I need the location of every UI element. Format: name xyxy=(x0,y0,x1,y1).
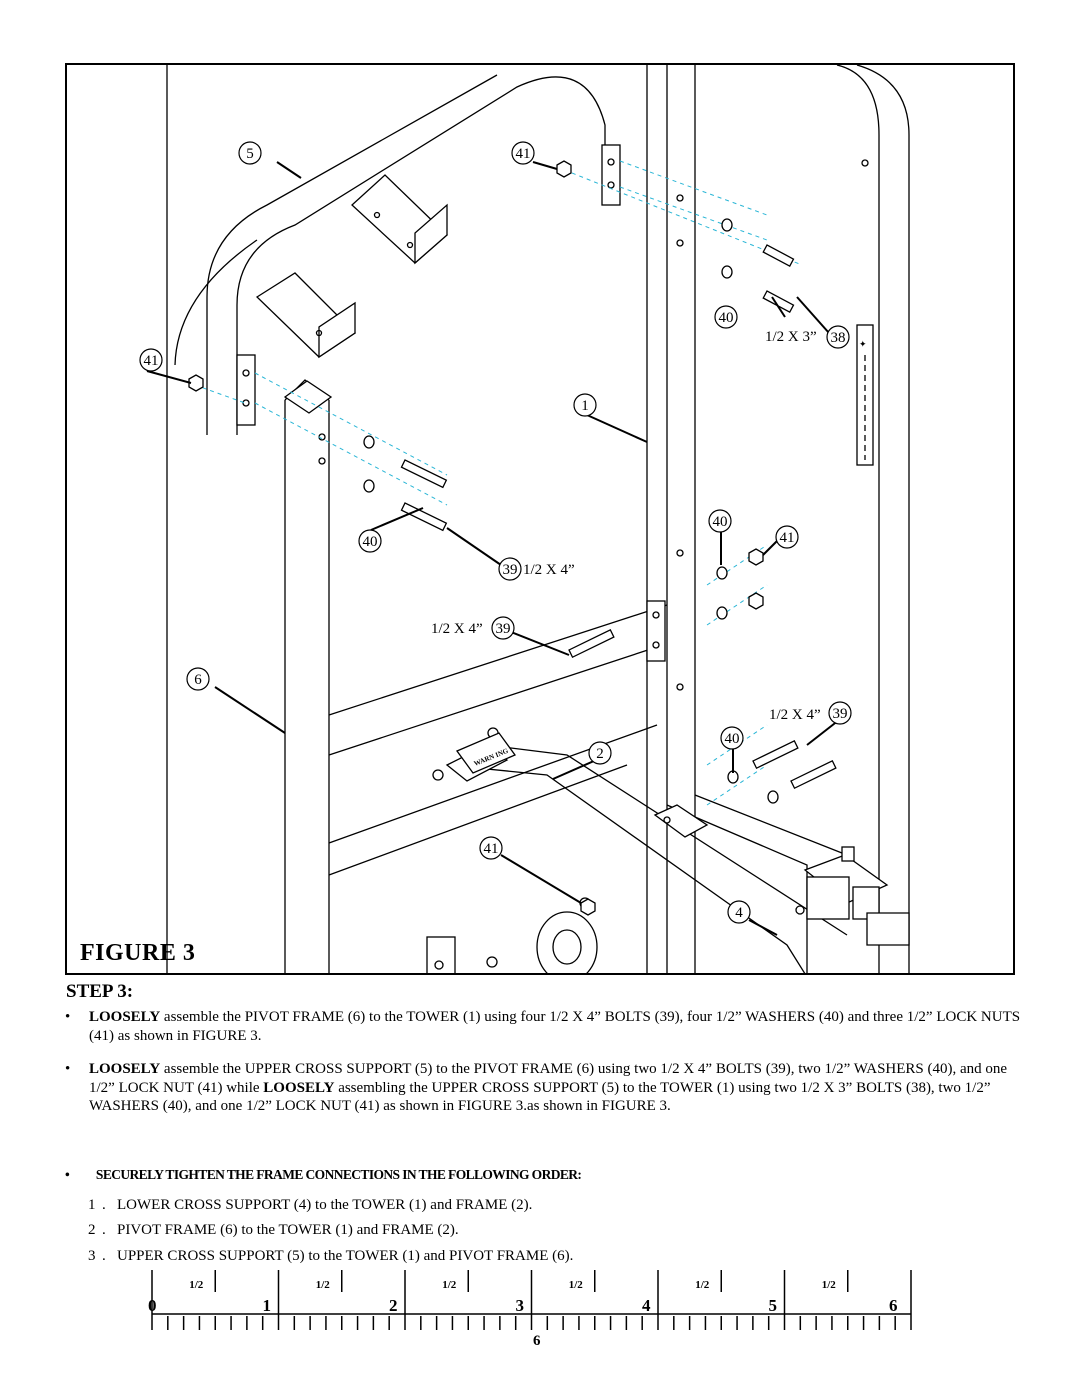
ruler-half-label: 1/2 xyxy=(569,1279,584,1291)
callout-41-lower: 41 xyxy=(479,836,503,860)
tighten-order-heading: • SECURELY TIGHTEN THE FRAME CONNECTIONS… xyxy=(65,1167,582,1183)
callout-38: 38 xyxy=(826,325,850,349)
order-number: 2 xyxy=(88,1222,96,1238)
bullet: • xyxy=(65,1061,71,1077)
emphasis-loosely: LOOSELY xyxy=(263,1079,335,1096)
emphasis-loosely: LOOSELY xyxy=(89,1009,161,1025)
paragraph-text: assemble the UPPER CROSS SUPPORT (5) to … xyxy=(89,1061,1008,1096)
ruler-number: 6 xyxy=(889,1296,898,1315)
order-text: PIVOT FRAME (6) to the TOWER (1) and FRA… xyxy=(117,1222,459,1238)
order-text: LOWER CROSS SUPPORT (4) to the TOWER (1)… xyxy=(117,1197,533,1213)
ruler-number: 4 xyxy=(642,1296,651,1315)
step-paragraph-2: • LOOSELY assemble the UPPER CROSS SUPPO… xyxy=(65,1060,1025,1116)
order-number: 1 xyxy=(88,1197,96,1213)
ruler-number: 1 xyxy=(263,1296,272,1315)
figure-3-illustration: ✦ xyxy=(65,63,1015,975)
ruler-number: 5 xyxy=(769,1296,778,1315)
paragraph-text: assembling the UPPER CROSS SUPPORT (5) t… xyxy=(89,1079,991,1115)
callout-39-lower: 39 xyxy=(828,701,852,725)
svg-text:✦: ✦ xyxy=(859,339,867,349)
svg-text:39: 39 xyxy=(496,621,511,637)
callout-39-upper: 39 xyxy=(498,557,522,581)
ruler-half-label: 1/2 xyxy=(189,1279,204,1291)
svg-text:5: 5 xyxy=(246,146,254,162)
callout-39-mid: 39 xyxy=(491,616,515,640)
svg-text:40: 40 xyxy=(713,514,728,530)
bullet: • xyxy=(65,1167,70,1182)
ruler-half-label: 1/2 xyxy=(316,1279,331,1291)
emphasis-loosely: LOOSELY xyxy=(89,1061,161,1077)
callout-40-lower: 40 xyxy=(720,726,744,750)
svg-text:39: 39 xyxy=(833,706,848,722)
callout-41-left: 41 xyxy=(139,348,163,372)
svg-text:2: 2 xyxy=(596,746,604,762)
svg-text:40: 40 xyxy=(719,310,734,326)
callout-5: 5 xyxy=(238,141,262,165)
bolt-size-label-39-mid: 1/2 X 4” xyxy=(431,621,483,637)
page-number: 6 xyxy=(533,1333,541,1349)
callout-41-top: 41 xyxy=(511,141,535,165)
ruler-half-label: 1/2 xyxy=(695,1279,710,1291)
svg-text:4: 4 xyxy=(735,905,743,921)
callout-40-left: 40 xyxy=(358,529,382,553)
callout-40-mid: 40 xyxy=(708,509,732,533)
svg-text:40: 40 xyxy=(725,731,740,747)
order-text: UPPER CROSS SUPPORT (5) to the TOWER (1)… xyxy=(117,1248,574,1264)
paragraph-text: assemble the PIVOT FRAME (6) to the TOWE… xyxy=(89,1009,1021,1044)
svg-text:41: 41 xyxy=(484,841,499,857)
callout-2: 2 xyxy=(588,741,612,765)
svg-text:41: 41 xyxy=(780,530,795,546)
ruler-number: 2 xyxy=(389,1296,398,1315)
bullet: • xyxy=(65,1009,71,1025)
callout-41-mid: 41 xyxy=(775,525,799,549)
step-paragraph-1: • LOOSELY assemble the PIVOT FRAME (6) t… xyxy=(65,1008,1025,1045)
order-item: 2. PIVOT FRAME (6) to the TOWER (1) and … xyxy=(88,1222,459,1238)
svg-text:41: 41 xyxy=(144,353,159,369)
heading-text: SECURELY TIGHTEN THE FRAME CONNECTIONS I… xyxy=(95,1167,582,1182)
svg-text:6: 6 xyxy=(194,672,202,688)
ruler-number: 3 xyxy=(516,1296,525,1315)
callout-40-top: 40 xyxy=(714,305,738,329)
figure-title: FIGURE 3 xyxy=(80,940,196,966)
order-item: 1. LOWER CROSS SUPPORT (4) to the TOWER … xyxy=(88,1197,533,1213)
order-number: 3 xyxy=(88,1248,96,1264)
step-title: STEP 3: xyxy=(66,981,134,1002)
assembly-drawing: ✦ xyxy=(139,65,910,973)
callout-6: 6 xyxy=(186,667,210,691)
svg-text:38: 38 xyxy=(831,330,846,346)
callout-1: 1 xyxy=(573,393,597,417)
bolt-size-label-39-upper: 1/2 X 4” xyxy=(523,562,575,578)
ruler-half-label: 1/2 xyxy=(822,1279,837,1291)
svg-text:1: 1 xyxy=(581,398,589,414)
order-item: 3. UPPER CROSS SUPPORT (5) to the TOWER … xyxy=(88,1248,574,1264)
callout-4: 4 xyxy=(727,900,751,924)
inch-ruler: 0 1/2 1 1/2 2 1/2 3 1/2 4 1/2 5 1/2 6 xyxy=(148,1270,912,1330)
bolt-size-label-39-lower: 1/2 X 4” xyxy=(769,707,821,723)
svg-text:39: 39 xyxy=(503,562,518,578)
svg-text:40: 40 xyxy=(363,534,378,550)
bolt-size-label-38: 1/2 X 3” xyxy=(765,329,817,345)
svg-text:41: 41 xyxy=(516,146,531,162)
ruler-half-label: 1/2 xyxy=(442,1279,457,1291)
ruler-number: 0 xyxy=(148,1296,157,1315)
